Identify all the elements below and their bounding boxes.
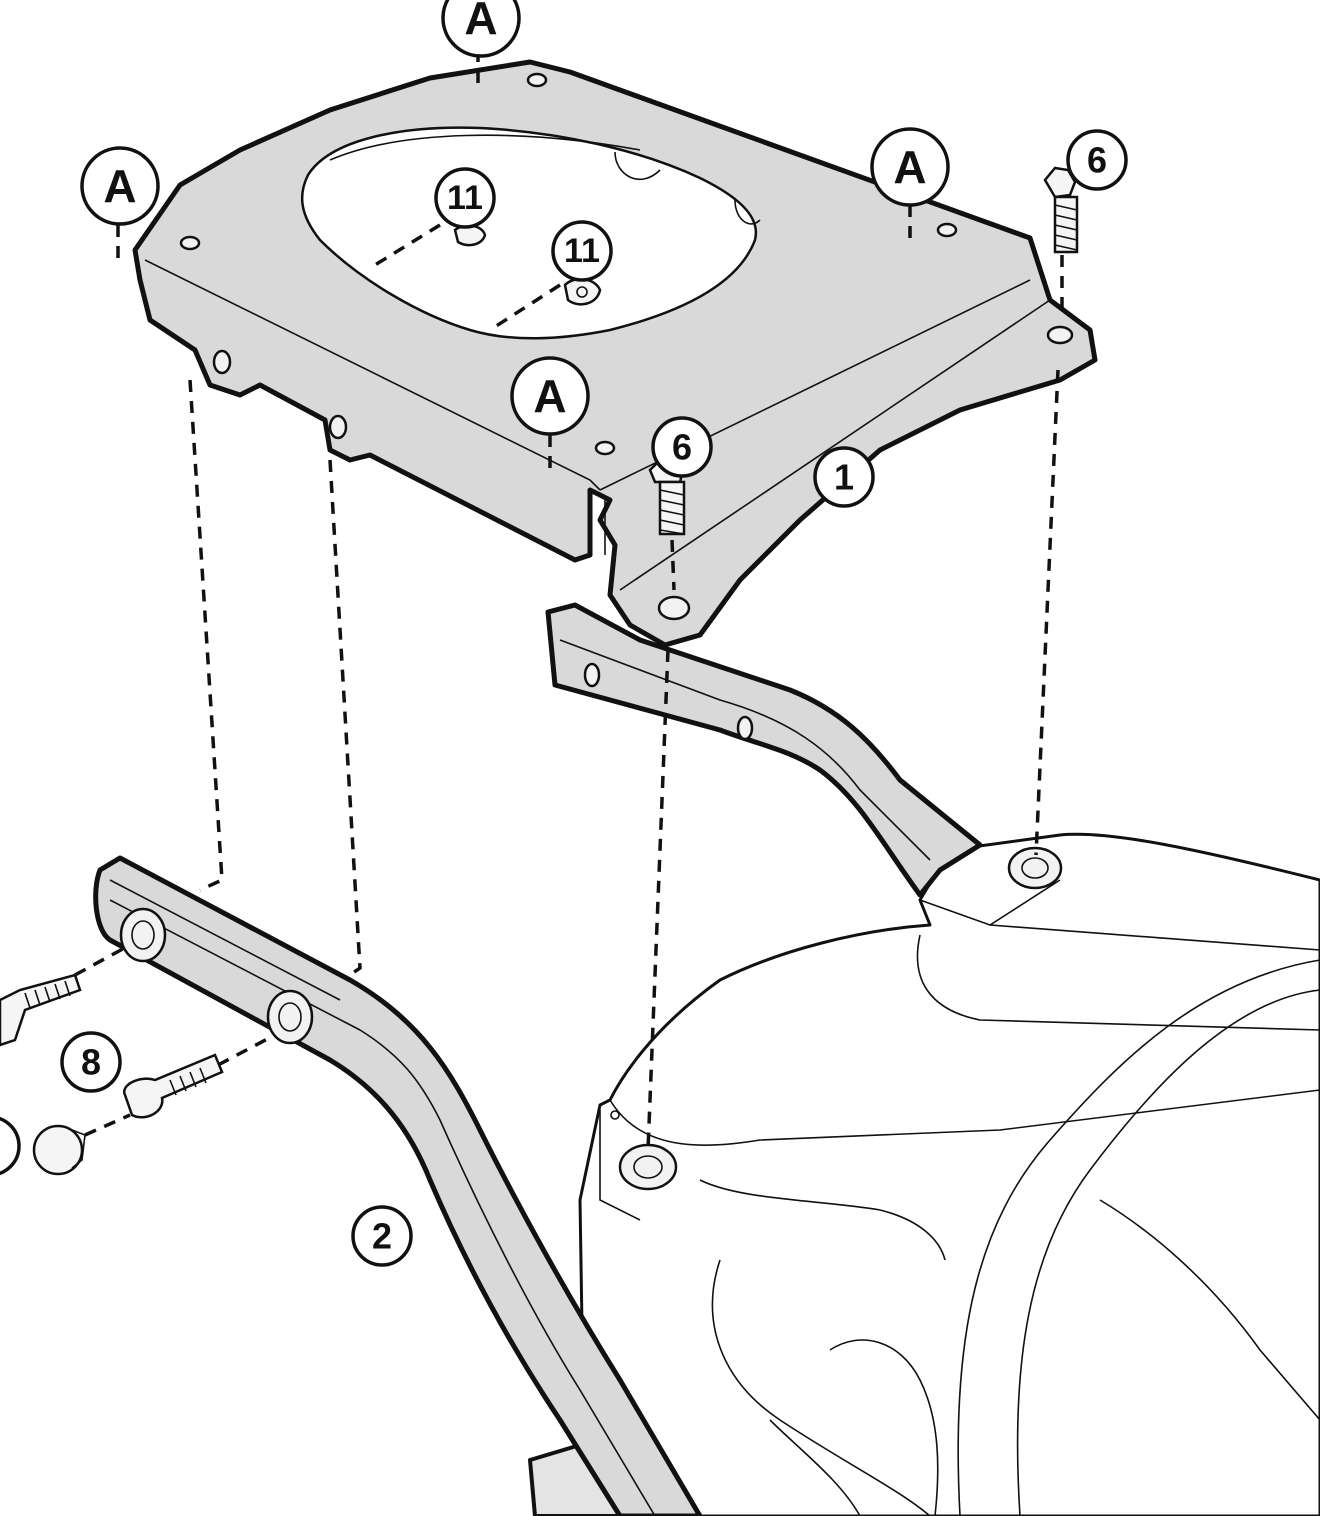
bolt-8 [123,1053,224,1119]
callout-part-6-right: 6 [1066,129,1128,191]
clip-11-upper [453,224,487,247]
left-support-arm [93,855,703,1516]
bolt-6-right [1043,166,1079,254]
vehicle-rear-body [578,832,1320,1516]
callout-part-11-lower: 11 [551,220,613,282]
svg-text:A: A [533,370,566,422]
callout-part-1: 1 [813,446,875,508]
top-mounting-plate [132,59,1098,648]
bolt-left-long [0,973,82,1047]
callout-a-left: A [80,146,160,226]
callout-part-2: 2 [351,1205,413,1267]
svg-text:1: 1 [834,457,854,498]
svg-text:A: A [464,0,497,44]
clip-11-lower [563,277,602,306]
callout-a-right: A [870,127,950,207]
svg-text:8: 8 [81,1042,101,1083]
svg-text:2: 2 [372,1216,392,1257]
svg-text:6: 6 [672,427,692,468]
svg-text:A: A [103,160,136,212]
svg-text:6: 6 [1087,140,1107,181]
svg-text:11: 11 [447,179,483,217]
cap-plug [32,1124,86,1176]
right-support-arm [545,602,983,898]
callout-part-6-center: 6 [651,416,713,478]
callout-a-top: A [441,0,521,58]
assembly-guide-lines [74,50,1064,1151]
svg-text:A: A [893,141,926,193]
callout-part-8-partial: 8 [0,1116,21,1176]
svg-text:11: 11 [564,232,600,270]
callout-part-11-upper: 11 [434,167,496,229]
callout-a-center: A [510,356,590,436]
callout-part-8: 8 [60,1031,122,1093]
